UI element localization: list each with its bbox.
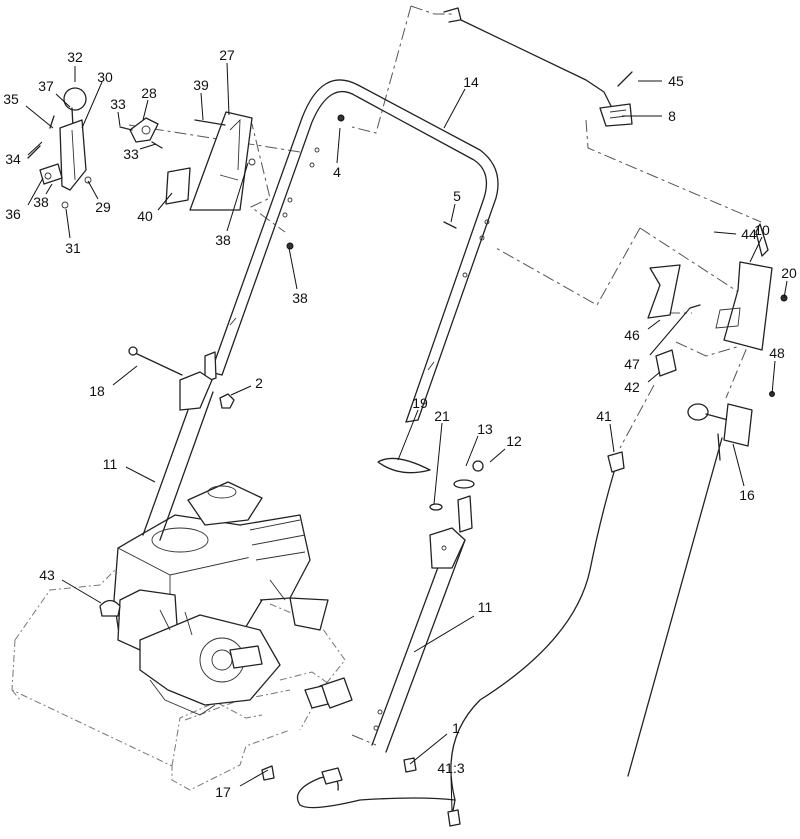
callout-c47: 47 [624,356,640,372]
leader-line-c30 [81,81,103,129]
callout-c21: 21 [434,408,450,424]
leader-line-c33a [117,111,121,127]
callout-c39: 39 [193,77,209,93]
leader-line-c21 [433,422,443,505]
leader-line-c19 [397,409,419,461]
callout-c38a: 38 [33,194,49,210]
leader-line-c4 [336,127,341,164]
leader-line-c13 [465,435,479,467]
callout-c13: 13 [477,421,493,437]
leader-line-c43 [61,579,102,604]
callout-c19: 19 [412,395,428,411]
leader-line-c34 [27,141,43,156]
leader-line-c31 [65,208,71,239]
leader-line-c36 [27,177,44,206]
leader-line-c42 [647,371,661,383]
callout-c42: 42 [624,379,640,395]
callout-c41b: 41:3 [437,760,464,776]
callout-c5: 5 [453,188,461,204]
leader-line-c17 [239,769,269,787]
callout-c16: 16 [739,487,755,503]
leader-line-c38b [226,162,249,232]
callout-c4: 4 [333,164,341,180]
leader-line-c16 [732,443,745,487]
leader-line-c27 [226,62,230,116]
leader-line-c39 [200,92,204,121]
callout-c40: 40 [137,208,153,224]
leader-line-c35 [25,105,54,129]
callout-c44: 44 [741,226,757,242]
callout-c43: 43 [39,567,55,583]
leader-line-c14 [443,88,466,129]
lower-handle-left-11 [142,351,217,541]
callout-c38c: 38 [292,290,308,306]
leader-line-c37 [55,93,71,108]
leader-line-c33b [139,143,157,150]
callout-c32: 32 [67,49,83,65]
callout-c31: 31 [65,240,81,256]
leader-line-c2 [230,385,252,396]
callout-c38b: 38 [215,232,231,248]
callout-c20: 20 [781,265,797,281]
callout-c28: 28 [141,85,157,101]
leader-line-c38a [45,183,53,195]
callout-c37: 37 [38,78,54,94]
leader-line-c10 [749,236,763,263]
control-cable-41 [296,451,625,827]
leader-line-c41a [609,423,615,453]
callout-c45: 45 [668,73,684,89]
callout-c10: 10 [754,222,770,238]
leader-line-c44 [713,231,737,235]
callout-c46: 46 [624,327,640,343]
throttle-control-assembly [27,87,294,250]
callout-c27: 27 [219,47,235,63]
callout-c2: 2 [255,375,263,391]
callout-c34: 34 [5,151,21,167]
callout-c11b: 11 [478,599,493,615]
right-control-bracket [647,223,773,377]
assembly-dashed-lines [128,5,762,746]
leader-line-c29 [87,180,99,200]
callout-c35: 35 [3,91,19,107]
callout-c11a: 11 [103,456,118,472]
leader-line-c11a [125,466,156,483]
callout-c17: 17 [215,784,231,800]
leader-line-c28 [142,99,149,121]
leader-line-c38c [288,247,298,290]
callout-c33b: 33 [123,146,139,162]
upper-handle-14 [209,79,499,423]
lower-handle-right-11 [371,495,473,753]
control-lever-16 [627,403,753,777]
callout-c41a: 41 [596,408,612,424]
callout-c48: 48 [769,345,785,361]
callout-c1: 1 [452,720,460,736]
callout-c30: 30 [97,69,113,85]
leader-line-c11b [413,615,475,653]
callout-c14: 14 [463,74,479,90]
callout-c18: 18 [89,383,105,399]
leader-line-c5 [450,203,456,223]
engine [113,481,353,716]
callout-c29: 29 [95,199,111,215]
leader-line-c47 [649,307,691,356]
callout-c8: 8 [668,108,676,124]
leader-line-c41b [450,775,453,812]
leader-line-c40 [157,192,173,211]
leader-line-c18 [112,365,138,386]
leader-line-c48 [771,360,776,395]
callout-c12: 12 [506,433,522,449]
leader-line-c12 [489,448,506,463]
leader-line-c1 [409,733,448,765]
leader-line-c20 [783,280,788,299]
control-rod-8 [443,7,633,127]
callout-c33a: 33 [110,96,126,112]
callout-c36: 36 [5,206,21,222]
leader-line-c46 [647,319,661,330]
